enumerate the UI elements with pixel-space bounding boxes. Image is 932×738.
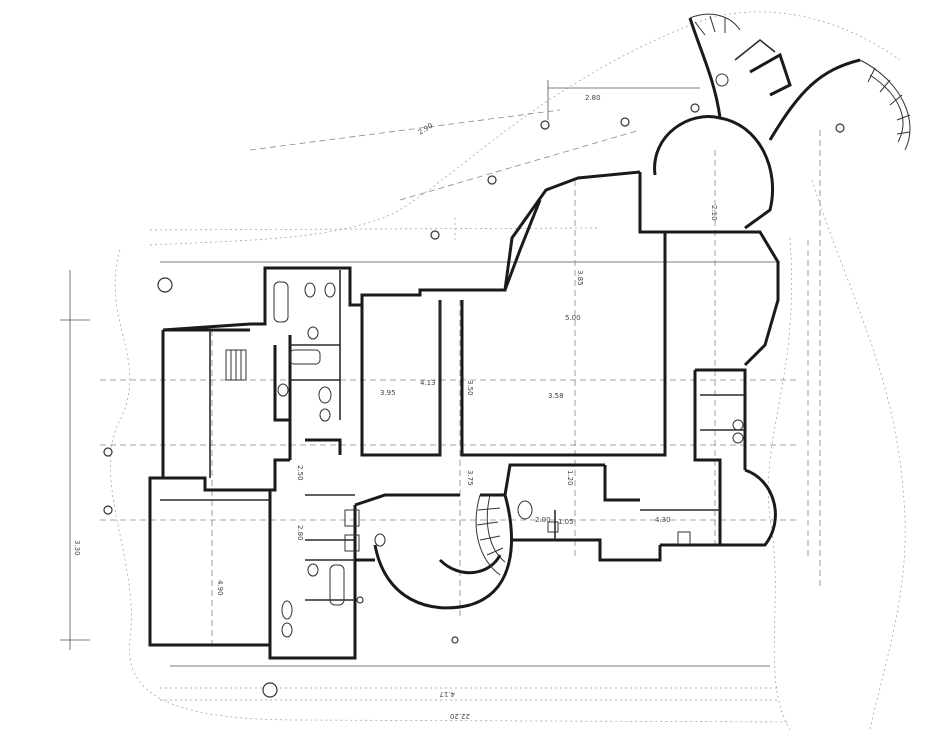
dim-label: 4.30 — [655, 516, 671, 524]
dim-label: 3.58 — [548, 392, 564, 400]
dim-label: 4.17 — [439, 690, 455, 698]
dim-label: 3.85 — [576, 270, 584, 286]
dim-label: 3.50 — [466, 380, 474, 396]
stairs — [225, 13, 911, 576]
dim-label: 1.05 — [558, 518, 574, 526]
dim-label: 4.13 — [420, 379, 436, 387]
dim-label: 3.30 — [73, 540, 81, 556]
dim-label: 1.20 — [566, 470, 574, 486]
dim-label: 2.10 — [710, 205, 718, 221]
site-boundary — [109, 11, 906, 731]
dim-label: 4.90 — [216, 580, 224, 596]
sanitary-fixtures — [273, 73, 744, 638]
dimension-labels: 2.80 2.90 5.00 3.95 4.13 3.50 3.58 3.75 … — [73, 94, 718, 720]
dim-label: 2.80 — [296, 525, 304, 541]
interior-partitions — [160, 270, 745, 601]
exterior-walls — [148, 17, 861, 660]
dim-label: 3.75 — [466, 470, 474, 486]
dim-label: 2.50 — [296, 465, 304, 481]
dim-label: 5.00 — [565, 314, 581, 322]
dim-label: 2.00 — [535, 516, 551, 524]
dim-label: 2.90 — [417, 122, 434, 137]
columns — [103, 103, 845, 698]
dim-label: 2.80 — [585, 94, 601, 102]
dim-label: 22.20 — [450, 712, 470, 720]
dim-label: 3.95 — [380, 389, 396, 397]
